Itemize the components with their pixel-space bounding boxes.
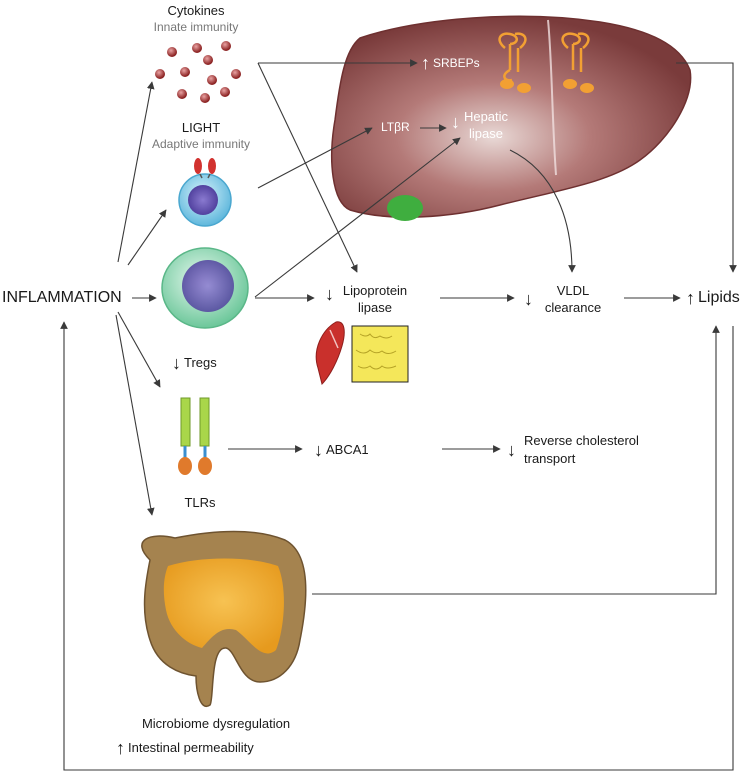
- down-arrow-icon: ↓: [314, 440, 323, 460]
- label-lipoprotein-line1: Lipoprotein: [342, 283, 408, 298]
- arrow-inflammation-colon: [115, 314, 155, 516]
- arrow-light-ltbr: [257, 127, 373, 189]
- arrow-colon-lipids: [312, 325, 720, 595]
- arrow-lipids-inflammation: [60, 321, 734, 771]
- down-arrow-icon: ↓: [451, 112, 460, 132]
- label-lipoprotein-down: ↓: [325, 284, 337, 305]
- muscle-icon: [315, 321, 345, 385]
- down-arrow-icon: ↓: [172, 353, 181, 373]
- srebp-receptor-icon: [498, 32, 594, 93]
- label-permeability: ↑Intestinal permeability: [116, 738, 254, 758]
- treg-cell-icon: [161, 247, 249, 329]
- arrow-hepatic-vldl: [509, 149, 576, 273]
- arrow-inflammation-cytokines: [117, 81, 155, 263]
- label-rct-line2: transport: [524, 451, 576, 466]
- label-abca1: ↓ABCA1: [314, 440, 369, 460]
- adipose-tissue-icon: [351, 325, 409, 383]
- label-rct-line1: Reverse cholesterol: [524, 433, 639, 448]
- label-lipids: ↑Lipids: [686, 288, 740, 308]
- down-arrow-icon: ↓: [524, 289, 533, 309]
- label-lipoprotein-line2: lipase: [358, 300, 392, 315]
- up-arrow-icon: ↑: [116, 738, 125, 758]
- label-light: LIGHT: [181, 120, 221, 135]
- label-tregs: ↓Tregs: [172, 353, 217, 373]
- tlr-receptor-icon: [178, 397, 212, 475]
- label-ltbr: LTβR: [381, 120, 410, 134]
- arrow-inflammation-tregs: [117, 311, 161, 388]
- colon-icon: [141, 530, 307, 708]
- label-hepatic-lipase-line2: lipase: [469, 126, 503, 141]
- label-hepatic-lipase-line1: Hepatic: [463, 109, 509, 124]
- label-adaptive-immunity: Adaptive immunity: [151, 137, 251, 151]
- label-hepatic-lipase: ↓: [451, 112, 463, 133]
- label-vldl-line2: clearance: [544, 300, 602, 315]
- arrow-cytokines-lipoprotein: [257, 62, 358, 273]
- label-innate-immunity: Innate immunity: [153, 20, 239, 34]
- up-arrow-icon: ↑: [686, 288, 695, 308]
- label-srbeps: ↑SRBEPs: [421, 53, 480, 73]
- arrow-treg-hepatic: [254, 137, 461, 298]
- label-vldl-line1: VLDL: [556, 283, 590, 298]
- label-rct-down: ↓: [507, 440, 519, 461]
- arrow-liver-lipids: [676, 62, 737, 273]
- gallbladder-icon: [387, 195, 423, 221]
- connectors: [60, 59, 737, 771]
- label-microbiome: Microbiome dysregulation: [141, 716, 291, 731]
- lymphocyte-icon: [178, 158, 232, 227]
- liver-icon: [331, 15, 692, 221]
- label-vldl-down: ↓: [524, 289, 536, 310]
- label-cytokines: Cytokines: [167, 3, 225, 18]
- up-arrow-icon: ↑: [421, 53, 430, 73]
- label-tlrs: TLRs: [184, 495, 216, 510]
- cytokine-dots-icon: [155, 41, 241, 103]
- label-inflammation: INFLAMMATION: [2, 289, 122, 306]
- down-arrow-icon: ↓: [325, 284, 334, 304]
- arrow-inflammation-light: [127, 209, 167, 266]
- down-arrow-icon: ↓: [507, 440, 516, 460]
